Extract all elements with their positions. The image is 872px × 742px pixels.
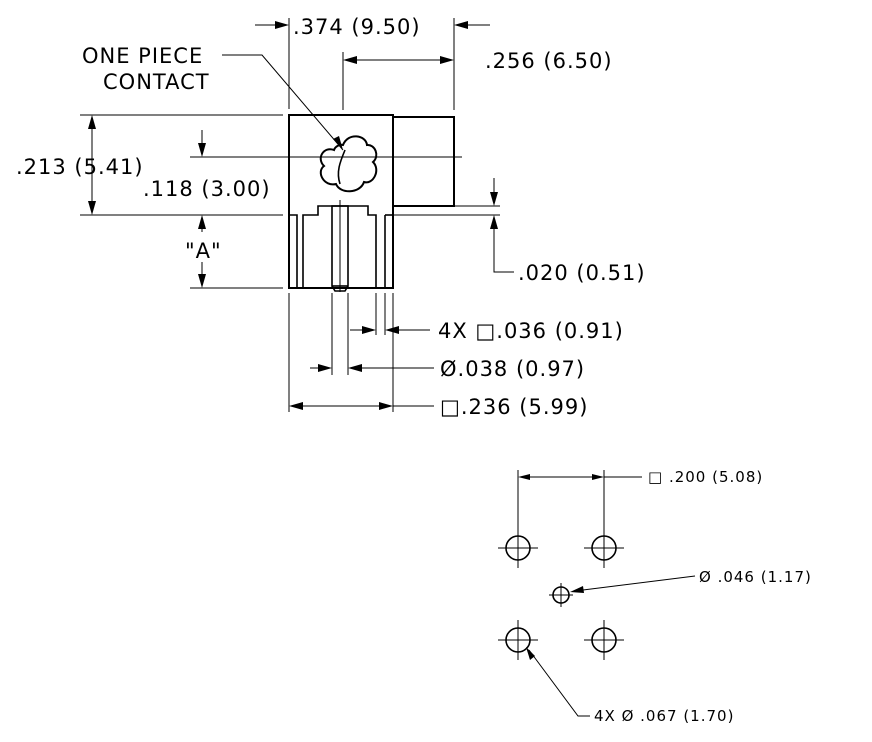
corner-hole — [498, 528, 538, 568]
pin-square-label: 4X □.036 (0.91) — [438, 319, 624, 343]
dimension-a-label: "A" — [185, 239, 222, 263]
one-piece-contact — [319, 135, 378, 193]
gap-label: .020 (0.51) — [518, 261, 646, 285]
connector-side-view — [283, 114, 462, 292]
footprint-view — [498, 470, 696, 717]
contact-label-line1: ONE PIECE — [82, 44, 203, 68]
contact-inner-line — [337, 149, 346, 185]
contact-label-line2: CONTACT — [103, 70, 210, 94]
base-square-label: □.236 (5.99) — [440, 395, 588, 419]
pin-slot — [289, 214, 298, 288]
footprint-labels: □ .200 (5.08) Ø .046 (1.17) 4X Ø .067 (1… — [594, 468, 812, 725]
overall-height-label: .213 (5.41) — [16, 155, 144, 179]
center-hole-label: Ø .046 (1.17) — [699, 568, 812, 586]
corner-holes-label: 4X Ø .067 (1.70) — [594, 707, 734, 725]
jack-extension — [393, 116, 455, 207]
corner-hole — [584, 528, 624, 568]
overall-width-label: .374 (9.50) — [293, 15, 421, 39]
spacing-label: □ .200 (5.08) — [648, 468, 763, 486]
body-width-label: .256 (6.50) — [485, 49, 613, 73]
center-pin-end — [331, 285, 349, 292]
corner-hole — [498, 620, 538, 660]
side-view-dimensions — [80, 18, 514, 412]
connector-body — [288, 114, 394, 289]
center-hole — [549, 583, 573, 607]
side-view-labels: ONE PIECE CONTACT .374 (9.50) .256 (6.50… — [16, 15, 646, 419]
center-pin-diameter-label: Ø.038 (0.97) — [440, 357, 585, 381]
center-height-label: .118 (3.00) — [143, 177, 271, 201]
corner-hole — [584, 620, 624, 660]
